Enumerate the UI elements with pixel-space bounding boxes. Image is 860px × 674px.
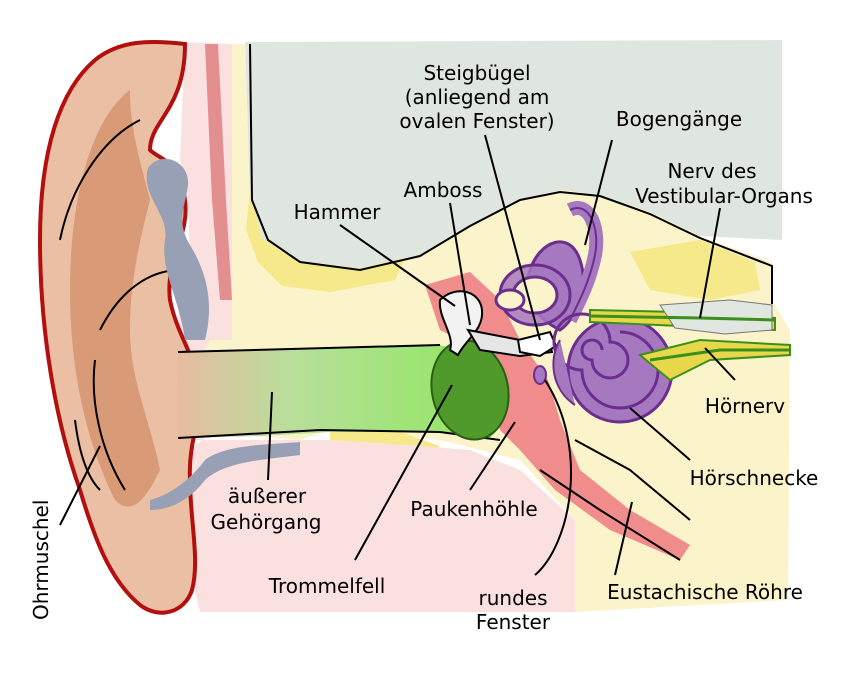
eustachian-tube-outline-2 [539, 469, 681, 561]
label-hammer: Hammer [294, 200, 382, 224]
leader-eustachische [614, 501, 633, 576]
skull-region [245, 40, 782, 268]
leader-nerv [699, 207, 721, 319]
skin-layer-lower [150, 438, 575, 612]
leader-paukenhoehle [469, 421, 516, 491]
pinna-ridge-1 [59, 119, 141, 241]
blood-vessel-upper [205, 44, 232, 300]
label-paukenhoehle: Paukenhöhle [410, 497, 537, 521]
leader-bogengaenge [584, 139, 613, 246]
pinna-inner-fold [70, 90, 160, 507]
label-nerv-line-1: Nerv des [667, 159, 756, 183]
leader-gehoergang [267, 391, 273, 481]
leader-rundes-fenster [534, 379, 572, 576]
leader-amboss [449, 202, 471, 326]
bone-patch-right [630, 240, 760, 300]
ear-canal [178, 345, 505, 438]
label-steigbuegel-line-1: Steigbügel [423, 61, 530, 85]
label-rundes-fenster-line-2: Fenster [476, 610, 551, 634]
label-ohrmuschel: Ohrmuschel [29, 500, 53, 620]
label-steigbuegel-line-3: ovalen Fenster) [399, 109, 554, 133]
eustachian-tube-outline-1 [574, 439, 691, 521]
round-window [533, 365, 547, 385]
label-nerv-line-2: Vestibular-Organs [635, 184, 813, 208]
label-bogengaenge: Bogengänge [616, 107, 742, 131]
leader-steigbuegel [484, 134, 541, 341]
leader-hoernerv [704, 347, 736, 381]
ear-canal-top-edge [177, 344, 441, 353]
leader-ohrmuschel [59, 445, 101, 526]
pinna-ridge-4 [74, 419, 101, 491]
bone-patch-upper [246, 190, 405, 292]
label-rundes-fenster-line-1: rundes [479, 586, 548, 610]
cartilage-lower [150, 442, 300, 510]
label-amboss: Amboss [404, 178, 483, 202]
label-hoerschnecke: Hörschnecke [690, 466, 819, 490]
pinna-ridge-3 [92, 359, 126, 491]
label-trommelfell: Trommelfell [268, 574, 386, 598]
stirrup-bone [516, 330, 558, 358]
bone-outline-top [249, 43, 773, 304]
label-gehoergang-line-2: Gehörgang [211, 510, 322, 534]
leader-trommelfell [354, 384, 453, 561]
label-steigbuegel-line-2: (anliegend am [405, 85, 550, 109]
cartilage-upper [146, 158, 210, 340]
leader-hoerschnecke [629, 407, 691, 461]
leader-hammer [339, 224, 456, 307]
label-hoernerv: Hörnerv [705, 394, 785, 418]
label-gehoergang-line-1: äußerer [228, 484, 307, 508]
label-eustachische-roehre: Eustachische Röhre [607, 580, 803, 604]
semicircular-canals [494, 201, 604, 332]
